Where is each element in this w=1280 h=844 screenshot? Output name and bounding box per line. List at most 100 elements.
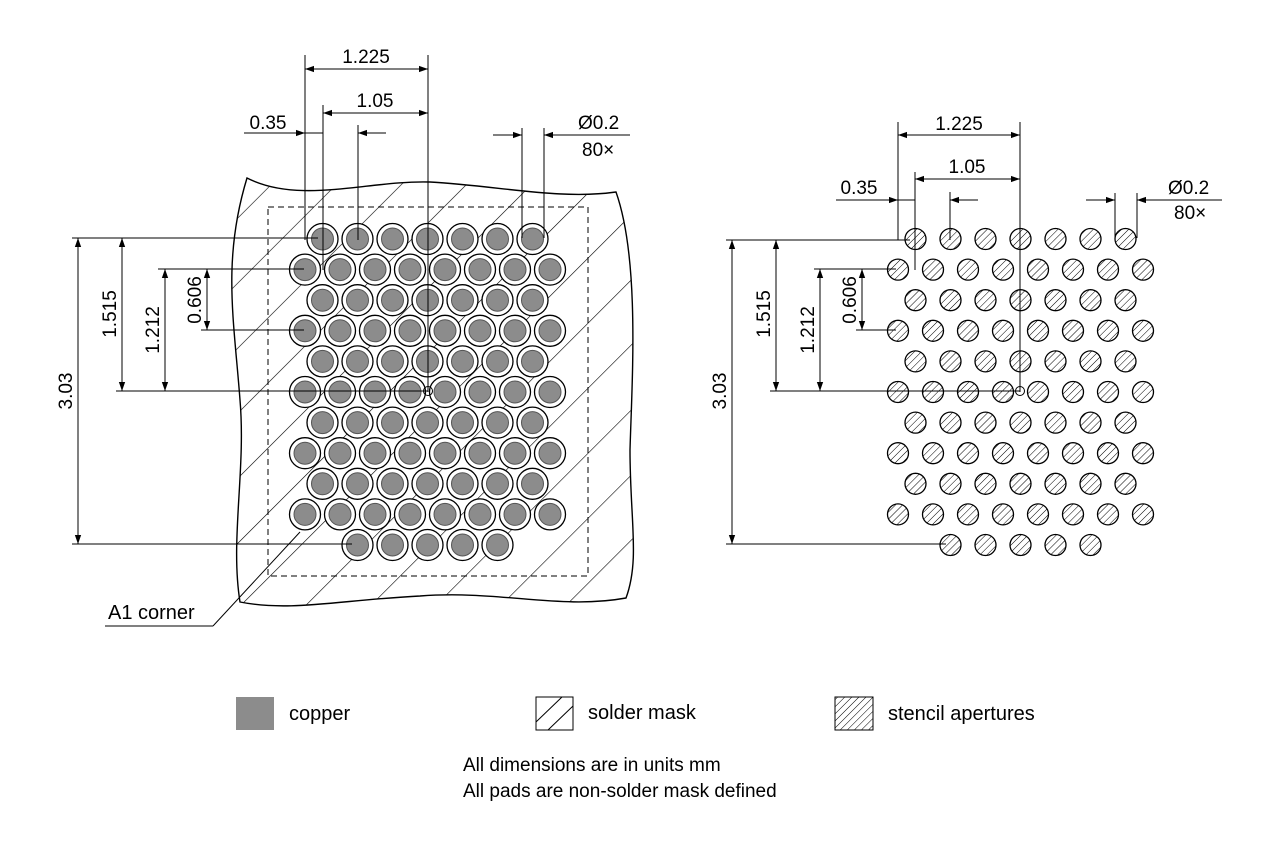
copper-pad — [468, 380, 492, 404]
copper-pad — [293, 258, 317, 282]
copper-pad — [398, 380, 422, 404]
stencil-aperture — [1061, 442, 1085, 465]
dim-pitch-half: 1.05 — [949, 157, 986, 178]
copper-pad — [468, 319, 492, 343]
stencil-aperture — [974, 472, 997, 495]
dim-height-half: 1.515 — [754, 290, 775, 338]
copper-pad — [398, 258, 422, 282]
stencil-aperture — [1114, 227, 1137, 251]
copper-pad — [416, 533, 439, 557]
stencil-aperture — [1044, 411, 1067, 434]
copper-pad — [433, 319, 457, 343]
copper-pad — [346, 288, 369, 312]
stencil-aperture — [956, 258, 980, 281]
copper-pad — [363, 258, 387, 282]
copper-pad — [328, 380, 352, 404]
stencil-apertures — [886, 227, 1155, 557]
stencil-aperture — [956, 380, 980, 404]
stencil-aperture — [1096, 319, 1120, 342]
dim-pitch-total: 1.225 — [935, 114, 983, 135]
dimension-lines-side — [726, 239, 1020, 545]
stencil-aperture — [1131, 258, 1155, 281]
stencil-aperture — [1009, 533, 1032, 557]
copper-pad — [328, 441, 352, 465]
stencil-aperture — [1096, 258, 1120, 281]
stencil-aperture — [1131, 319, 1155, 342]
dim-offset: 0.35 — [841, 178, 878, 199]
stencil-aperture — [1114, 350, 1137, 373]
stencil-aperture — [1061, 380, 1085, 404]
stencil-aperture — [904, 350, 927, 373]
copper-pad — [311, 472, 334, 496]
copper-pad — [293, 319, 317, 343]
stencil-aperture — [886, 442, 910, 465]
stencil-aperture — [1131, 503, 1155, 526]
stencil-aperture — [974, 411, 997, 434]
copper-pad — [346, 349, 369, 373]
stencil-aperture — [1044, 227, 1067, 251]
copper-pad — [451, 533, 474, 557]
stencil-aperture — [1079, 533, 1102, 557]
copper-pad — [433, 441, 457, 465]
copper-pad — [363, 441, 387, 465]
stencil-aperture — [956, 442, 980, 465]
copper-pad — [293, 441, 317, 465]
copper-pad — [451, 472, 474, 496]
note-pads: All pads are non-solder mask defined — [463, 781, 777, 802]
dimension-lines-top — [244, 55, 630, 392]
stencil-aperture — [1009, 411, 1032, 434]
copper-pad — [381, 411, 404, 435]
stencil-aperture — [904, 289, 927, 312]
copper-pad — [381, 533, 404, 557]
stencil-aperture — [1061, 503, 1085, 526]
copper-pad — [486, 349, 509, 373]
copper-pad — [433, 502, 457, 526]
stencil-aperture — [1096, 442, 1120, 465]
stencil-aperture — [1044, 350, 1067, 373]
note-units: All dimensions are in units mm — [463, 755, 721, 776]
dim-pad-diameter: Ø0.2 — [1168, 178, 1209, 199]
dim-row-0606: 0.606 — [185, 276, 206, 324]
dim-pitch-half: 1.05 — [357, 91, 394, 112]
copper-pad — [486, 288, 509, 312]
stencil-aperture — [1079, 289, 1102, 312]
copper-pad — [311, 288, 334, 312]
legend: copper solder mask stencil apertures — [236, 696, 1035, 731]
stencil-aperture — [1026, 258, 1050, 281]
dim-row-1212: 1.212 — [798, 306, 819, 354]
stencil-aperture — [1044, 472, 1067, 495]
copper-pad — [486, 227, 509, 251]
copper-pad — [503, 258, 527, 282]
copper-pad — [398, 502, 422, 526]
dim-pad-count: 80× — [1174, 203, 1206, 224]
stencil-aperture — [886, 258, 910, 281]
dim-row-1212: 1.212 — [143, 306, 164, 354]
stencil-aperture — [991, 258, 1015, 281]
stencil-aperture — [886, 503, 910, 526]
copper-pad — [486, 533, 509, 557]
copper-pad — [538, 258, 562, 282]
dim-row-0606: 0.606 — [840, 276, 861, 324]
dim-pad-count: 80× — [582, 140, 614, 161]
legend-copper-label: copper — [289, 703, 350, 725]
copper-pad — [328, 502, 352, 526]
stencil-aperture — [921, 319, 945, 342]
left-footprint-view: 1.225 1.05 0.35 Ø0.2 80× 3.03 1.515 1.21… — [56, 47, 635, 627]
stencil-aperture — [904, 411, 927, 434]
stencil-aperture — [904, 472, 927, 495]
copper-pad — [381, 288, 404, 312]
center-marker — [1015, 386, 1025, 396]
legend-copper-swatch — [236, 697, 274, 730]
dim-height-total: 3.03 — [710, 373, 731, 410]
copper-pad — [381, 349, 404, 373]
stencil-aperture — [1026, 380, 1050, 404]
stencil-aperture — [1096, 380, 1120, 404]
stencil-aperture — [939, 472, 962, 495]
copper-pads — [293, 227, 562, 557]
stencil-aperture — [956, 503, 980, 526]
copper-pad — [451, 411, 474, 435]
copper-pad — [468, 258, 492, 282]
copper-pad — [538, 502, 562, 526]
copper-pad — [468, 441, 492, 465]
copper-pad — [486, 472, 509, 496]
